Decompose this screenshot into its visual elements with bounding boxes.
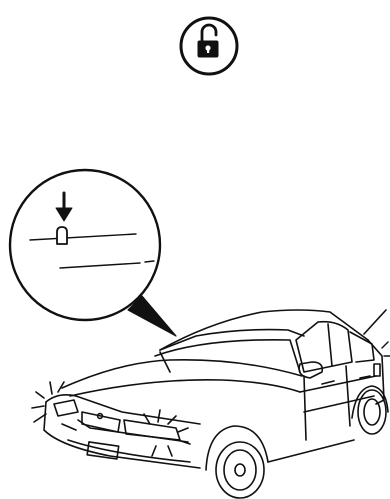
rear-wheel [352,386,388,434]
flashing-signal-rear-icon [382,342,390,356]
lock-knob-icon [57,227,67,244]
unlock-button-icon [181,18,237,74]
magnified-callout [10,170,176,336]
sedan-car-illustration [44,310,388,498]
front-wheel [206,426,268,498]
